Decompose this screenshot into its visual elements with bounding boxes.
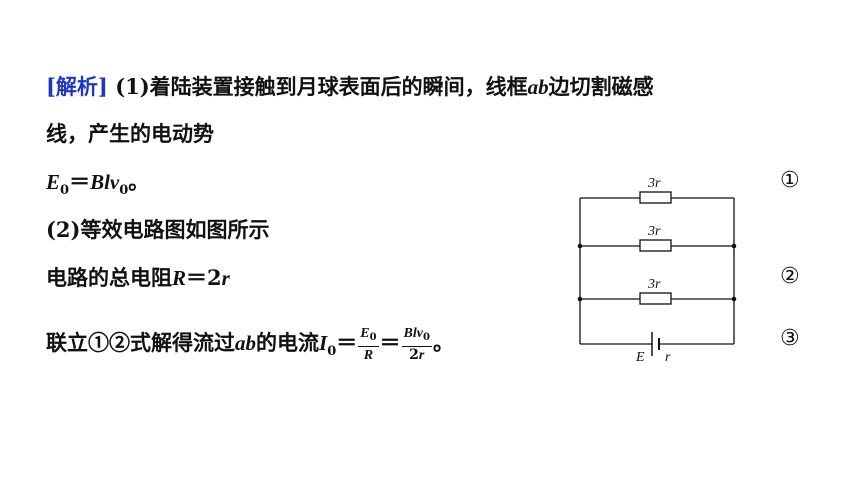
equivalent-circuit-diagram: 3r 3r 3r E r: [577, 176, 737, 365]
analysis-line-4: (2)等效电路图如图所示: [46, 215, 269, 245]
line5-r: r: [221, 266, 230, 290]
frac1-den: R: [363, 348, 374, 363]
v-subscript: 0: [119, 183, 129, 198]
line6-end: 。: [432, 330, 454, 355]
frac2-num-sub: 0: [423, 332, 430, 343]
resistor-label-2: 3r: [647, 224, 661, 239]
line2-text: 线，产生的电动势: [46, 121, 214, 146]
junction-dot: [577, 296, 583, 302]
analysis-line-2: 线，产生的电动势: [46, 119, 214, 149]
marker-3: ③: [780, 326, 800, 351]
resistor-3: [639, 292, 672, 305]
emf-subscript: 0: [60, 183, 70, 198]
resistor-1: [639, 191, 672, 204]
resistor-2: [639, 239, 672, 252]
frac1-num-sub: 0: [369, 332, 377, 343]
junction-dot: [731, 296, 737, 302]
frac2-den-n: 2: [409, 347, 419, 363]
line6-ab: ab: [235, 331, 256, 355]
period: 。: [128, 169, 150, 194]
line1-text: (1)着陆装置接触到月球表面后的瞬间，线框: [115, 74, 528, 99]
frac2-den-r: r: [418, 348, 425, 363]
line6-eq1: ＝: [336, 330, 358, 355]
frac1-num: E: [360, 326, 370, 341]
line6-text2: 的电流: [256, 330, 319, 355]
junction-dot: [731, 243, 737, 249]
junction-dot: [577, 243, 583, 249]
line1-end: 边切割磁感: [548, 74, 654, 99]
source-internal-r-label: r: [665, 350, 671, 365]
current-symbol: I: [319, 331, 328, 355]
line6-eq2: ＝: [379, 330, 401, 355]
resistance-symbol: R: [172, 266, 187, 290]
frac2-num: Blv: [403, 326, 423, 341]
analysis-line-5: 电路的总电阻R＝2r: [46, 263, 230, 293]
equals: ＝: [69, 169, 91, 194]
resistor-label-1: 3r: [647, 176, 661, 191]
source-emf-label: E: [635, 350, 645, 365]
current-subscript: 0: [327, 344, 337, 359]
marker-2: ②: [780, 264, 800, 289]
resistor-label-3: 3r: [647, 277, 661, 292]
marker-1: ①: [780, 168, 800, 193]
analysis-line-3: E0＝Blv0。: [46, 167, 149, 206]
line5-eq: ＝2: [186, 265, 222, 290]
blv-term: Blv: [90, 170, 120, 194]
analysis-tag: [解析]: [46, 74, 108, 99]
line1-ab: ab: [527, 75, 549, 99]
analysis-line-1: [解析] (1)着陆装置接触到月球表面后的瞬间，线框ab边切割磁感: [46, 72, 654, 102]
line6-text: 联立①②式解得流过: [46, 330, 235, 355]
emf-symbol: E: [46, 170, 61, 194]
line4-text: (2)等效电路图如图所示: [46, 217, 270, 242]
line5-text: 电路的总电阻: [46, 265, 172, 290]
